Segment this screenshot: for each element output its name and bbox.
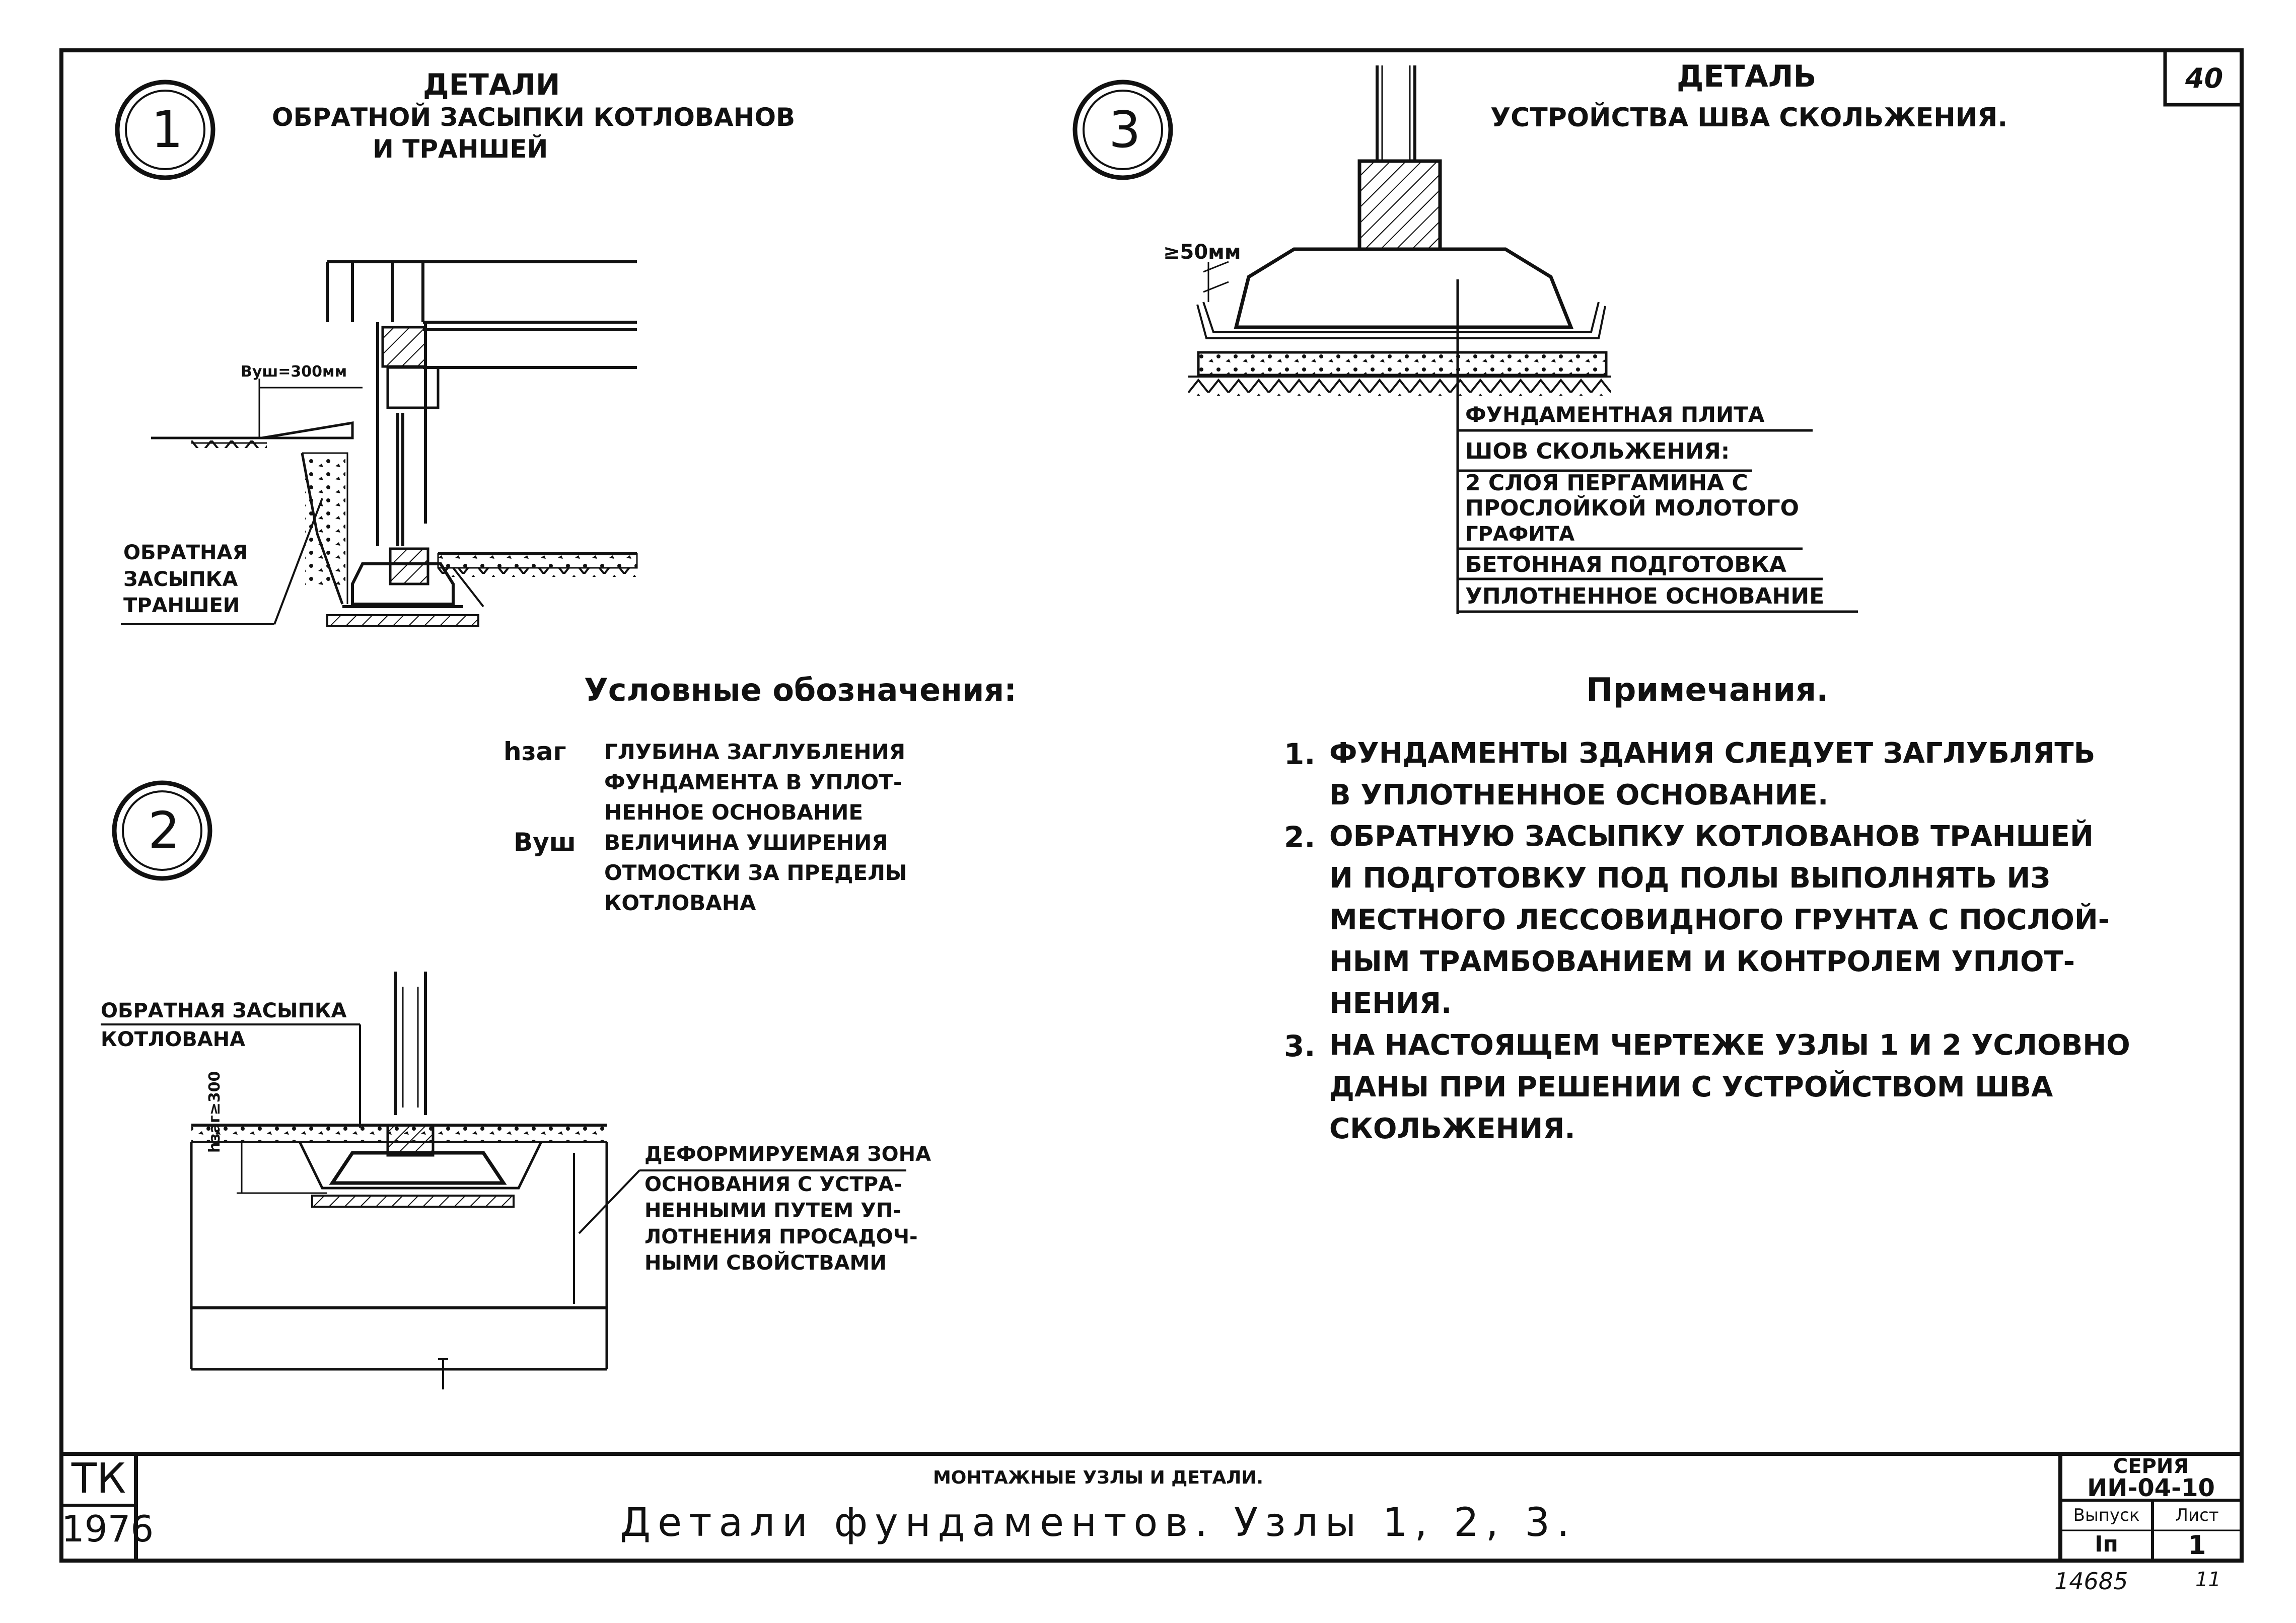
sheet-number-box — [2163, 48, 2244, 107]
legend-title: Условные обозначения: — [584, 672, 1017, 708]
note-1-line-1: Фундаменты здания следует заглублять — [1329, 737, 2096, 770]
detail-1-title-1: Детали — [423, 67, 560, 102]
note-2-line-3: местного лессовидного грунта с послой- — [1329, 904, 2110, 936]
detail-3-layer-7: Уплотненное основание — [1465, 583, 1825, 609]
detail-3-dim-label: ≥50мм — [1163, 241, 1241, 264]
note-2-line-4: ным трамбованием и контролем уплот- — [1329, 945, 2075, 978]
note-2-line-5: нения. — [1329, 987, 1452, 1020]
marker-circle-2 — [112, 780, 212, 881]
detail-3-layer-6: Бетонная подготовка — [1465, 552, 1786, 577]
marker-circle-3 — [1072, 80, 1173, 180]
marker-2-label: 2 — [148, 801, 180, 860]
detail-3-title-2: устройства шва скольжения. — [1490, 103, 2008, 133]
detail-2-drawing — [101, 972, 906, 1389]
legend-item-1-line-1: глубина заглубления — [604, 740, 906, 764]
sheet-label: Лист — [2175, 1505, 2219, 1525]
legend-symbol-1: hзаг — [504, 737, 566, 766]
detail-2-callout-2: котлована — [101, 1028, 246, 1051]
inventory-number: 14685 — [2054, 1568, 2128, 1595]
detail-1-callout-2: засыпка — [123, 568, 238, 591]
detail-1-title-2: обратной засыпки котлованов — [272, 103, 796, 132]
marker-circle-1 — [115, 80, 216, 180]
detail-3-drawing — [1188, 65, 1858, 614]
title-block-subtitle: МОНТАЖНЫЕ УЗЛЫ И ДЕТАЛИ. — [932, 1467, 1264, 1488]
series-value: ИИ-04-10 — [2087, 1474, 2215, 1502]
detail-3-layer-4: прослойкой молотого — [1465, 495, 1800, 521]
notes-title: Примечания. — [1586, 672, 1829, 709]
detail-3-layer-2: Шов скольжения: — [1465, 438, 1730, 464]
note-2-line-1: Обратную засыпку котлованов траншей — [1329, 820, 2094, 853]
detail-1-title-3: и траншей — [373, 134, 548, 164]
title-block-org: ТК — [71, 1455, 126, 1503]
legend-item-1-line-3: ненное основание — [604, 800, 864, 825]
note-3-num: 3. — [1284, 1029, 1316, 1063]
detail-1-drawing — [121, 260, 638, 627]
issue-value: Iп — [2095, 1531, 2118, 1557]
legend-item-1-line-2: фундамента в уплот- — [604, 770, 902, 794]
title-block-title: Детали фундаментов. Узлы 1, 2, 3. — [620, 1500, 1576, 1545]
detail-2-zone-5: ными свойствами — [644, 1251, 887, 1275]
note-2-line-2: и подготовку под полы выполнять из — [1329, 862, 2050, 895]
detail-1-callout-1: Обратная — [123, 541, 248, 564]
detail-2-zone-4: лотнения просадоч- — [644, 1225, 918, 1248]
marker-circle-2-inner — [122, 790, 202, 871]
issue-label: Выпуск — [2073, 1505, 2140, 1525]
detail-2-zone-2: основания с устра- — [644, 1173, 902, 1196]
marker-circle-3-inner — [1083, 90, 1163, 170]
sheet-number: 40 — [2185, 62, 2223, 94]
note-3-line-2: даны при решении с устройством шва — [1329, 1071, 2053, 1103]
note-1-num: 1. — [1284, 737, 1316, 771]
legend-item-2-line-3: котлована — [604, 891, 756, 915]
detail-3-title-1: Деталь — [1677, 59, 1817, 94]
detail-2-zone-1: Деформируемая зона — [644, 1143, 931, 1166]
note-1-line-2: в уплотненное основание. — [1329, 779, 1829, 811]
note-3-line-3: скольжения. — [1329, 1113, 1575, 1145]
sheet-frame — [59, 48, 2244, 1563]
footer-page: 11 — [2195, 1568, 2221, 1591]
marker-circle-1-inner — [125, 90, 205, 170]
detail-3-layer-1: Фундаментная плита — [1465, 402, 1765, 427]
detail-1-callout-3: траншеи — [123, 594, 240, 617]
marker-3-text: 3 — [1109, 100, 1141, 159]
sheet-value: 1 — [2188, 1530, 2206, 1561]
marker-1-label: 1 — [151, 100, 183, 159]
series-label: СЕРИЯ — [2113, 1455, 2189, 1478]
detail-3-layer-5: графита — [1465, 523, 1575, 546]
legend-symbol-2: Вуш — [514, 828, 576, 857]
legend-item-2-line-1: величина уширения — [604, 830, 888, 855]
legend-item-2-line-2: отмостки за пределы — [604, 860, 907, 885]
detail-2-zone-3: ненными путем уп- — [644, 1199, 901, 1222]
detail-2-dim-label: hзаг≥300 — [206, 1071, 224, 1153]
title-block-year: 1976 — [61, 1508, 154, 1550]
detail-2-callout-1: Обратная засыпка — [101, 999, 347, 1022]
note-2-num: 2. — [1284, 820, 1316, 854]
note-3-line-1: На настоящем чертеже узлы 1 и 2 условно — [1329, 1029, 2130, 1062]
detail-3-layer-3: 2 слоя пергамина с — [1465, 470, 1748, 496]
detail-1-dim-label: Вуш=300мм — [241, 363, 347, 381]
